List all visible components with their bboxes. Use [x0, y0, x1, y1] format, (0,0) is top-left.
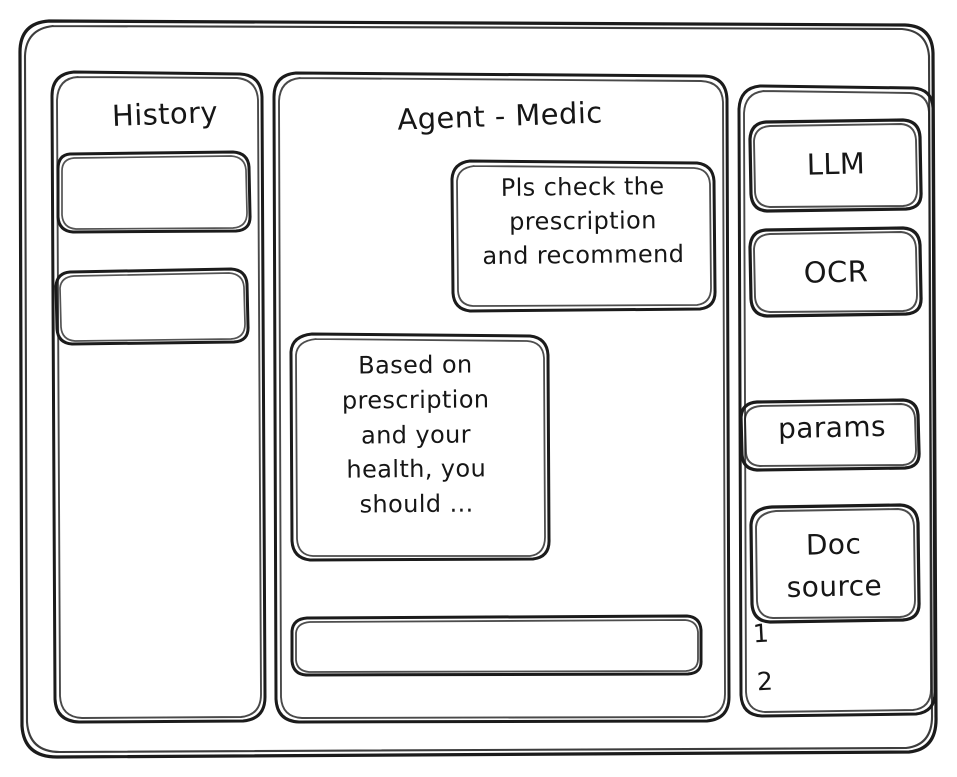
history-panel-title: History — [111, 94, 219, 134]
doc-source-item[interactable]: 1 — [752, 618, 771, 649]
tool-ocr-label: OCR — [803, 254, 869, 290]
user-message-text: Pls check the prescription and recommend — [482, 172, 685, 271]
agent-message-text: Based on prescription and your health, y… — [341, 350, 490, 519]
history-item[interactable] — [56, 269, 248, 344]
doc-source-label: Doc source — [786, 527, 883, 604]
tool-llm-label: LLM — [806, 146, 866, 182]
message-input[interactable] — [292, 616, 702, 675]
tool-params-label: params — [777, 409, 887, 446]
doc-source-item[interactable]: 2 — [756, 666, 775, 697]
history-item[interactable] — [58, 152, 250, 232]
